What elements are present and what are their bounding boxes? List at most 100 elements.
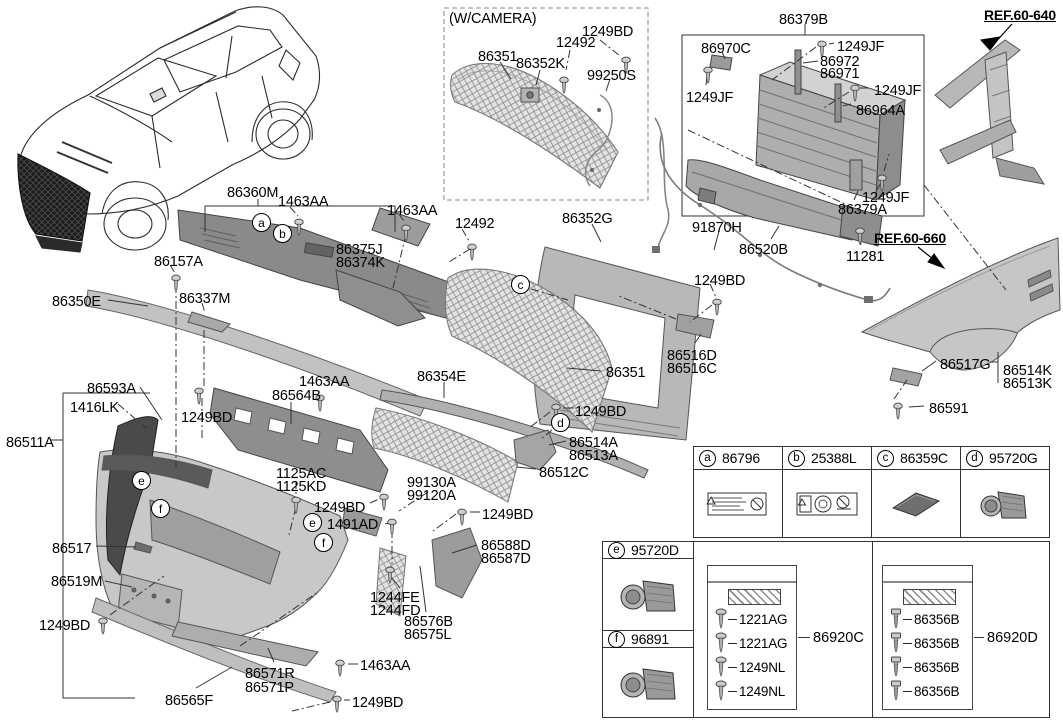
callout-a: a [699,449,716,467]
front-apron-art [934,39,1046,185]
fastener-row: 1249NL [715,656,785,678]
actuator-art [709,54,733,71]
screw-icon [335,659,345,677]
fastener-code: 1221AG [739,611,788,627]
screw-icon [315,394,325,412]
bolt-icon [891,680,901,702]
fastener-code: 86356B [914,683,960,699]
clip-icon [559,76,569,94]
flap-bracket-art [849,159,863,191]
sensor-art [980,490,1027,518]
screw-icon [715,632,727,654]
part-code: 95720G [989,450,1038,466]
kit-code: 86920D [987,630,1038,646]
bolt-icon [891,632,901,654]
callout-b: b [788,449,805,467]
screw-icon [457,508,467,526]
grille-with-camera-art [449,62,619,189]
callout-d: d [966,449,983,467]
bolt-icon [891,608,901,630]
flap-seal-art [794,49,802,95]
camera-variant-box [443,7,649,201]
lower-grille-art [371,407,519,503]
fastener-row: 86356B [890,656,960,678]
sensor-art [620,579,676,611]
camera-wiring-art [584,94,613,187]
callout-c: c [877,449,894,467]
screw-icon [332,695,342,713]
kit-header-strip [708,566,796,583]
screw-icon [379,493,389,511]
fastener-row: 1221AG [715,632,788,654]
screw-icon [715,680,727,702]
legend-cell-a: a 86796 [694,447,782,537]
fastener-row: 1221AG [715,608,788,630]
screw-icon [467,243,477,261]
bolt-icon [891,656,901,678]
harness-art [654,117,670,249]
absorber-art [209,387,389,493]
kit-leader-line [974,637,984,638]
kit-hatch-label [728,589,781,605]
harness-connectors-art [652,202,873,303]
part-code: 25388L [811,450,857,466]
sensor-art [620,667,676,699]
kit-hatch-label [903,589,956,605]
table-divider [872,542,873,717]
grille-bracket-art [513,429,557,471]
legend-cell-c: c 86359C [871,447,960,537]
emblem-pad-art [187,311,231,333]
fastener-leader-lines [109,39,1007,712]
fastener-row: 86356B [890,680,960,702]
fastener-code: 1249NL [739,659,786,675]
screw-icon [387,518,397,536]
corner-cover-art [335,269,426,327]
fastener-code: 86356B [914,659,960,675]
screw-icon [703,66,713,84]
fastener-row: 86356B [890,608,960,630]
screw-icon [98,617,108,635]
part-code: 95720D [631,542,679,558]
vehicle-illustration [17,6,321,253]
fastener-code: 1249NL [739,683,786,699]
fastener-row: 86356B [890,632,960,654]
leader-lines [50,24,999,701]
kit-leader-line [798,637,810,638]
flap-seal-art [834,83,842,123]
fastener-code: 86356B [914,635,960,651]
chrome-trim-art [171,621,319,667]
part-code: 96891 [631,631,669,647]
screw-icon [715,656,727,678]
screw-icon [712,298,722,316]
warning-label-art [706,492,767,515]
sensor-bracket-art [341,507,383,537]
callout-e: e [608,541,625,559]
pad-art [891,491,941,517]
fastener-code: 1221AG [739,635,788,651]
hood-garnish-art [85,289,429,417]
caution-label-art [796,492,858,515]
fender-art [860,237,1061,387]
part-code: 86796 [722,450,760,466]
fastener-code: 86356B [914,611,960,627]
corner-cover-art [371,207,431,247]
screw-icon [621,56,631,74]
side-bracket-art [675,313,715,339]
legend-table-row1: a 86796 b 25388L c 86359C d 95720G [693,446,1050,538]
screw-icon [171,274,181,292]
fog-grille-art [375,547,407,617]
fastener-row: 1249NL [715,680,785,702]
hardware-kit-86920C: 1221AG 1221AG 1249NL 1249NL [707,565,797,710]
screw-icon [893,402,903,420]
fog-bezel-art [431,527,483,599]
hardware-kit-86920D: 86356B 86356B 86356B 86356B [882,565,973,710]
legend-table-left-col: e 95720D f 96891 [602,541,694,718]
kit-header-strip [883,566,972,583]
screw-icon [715,608,727,630]
sensor-bracket-art [889,367,923,387]
kit-code: 86920C [813,630,864,646]
bumper-cover-art [91,416,349,703]
legend-cell-d: d 95720G [960,447,1049,537]
